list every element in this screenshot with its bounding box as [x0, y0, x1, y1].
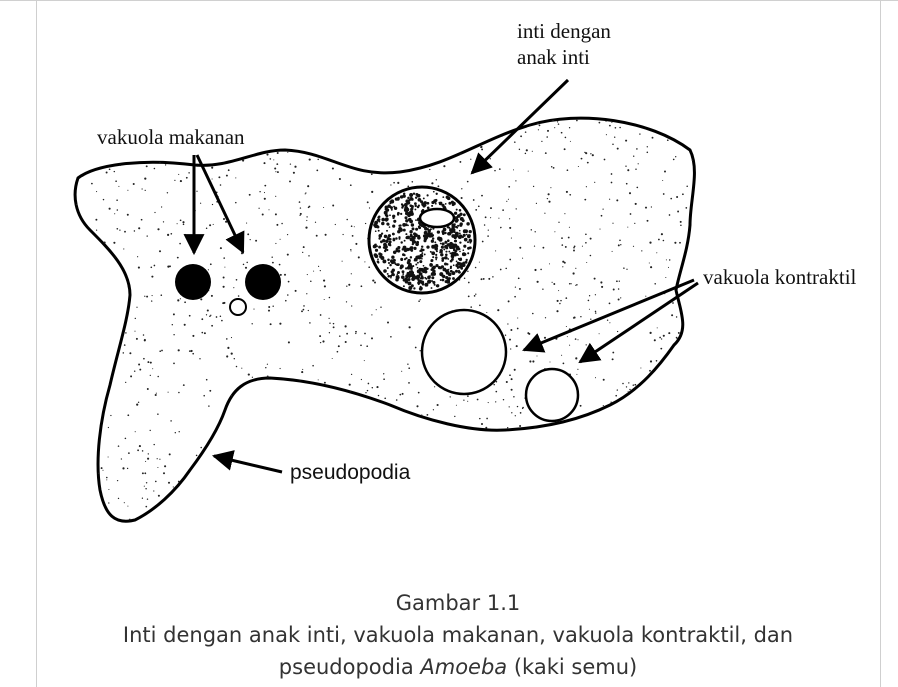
caption-line-2: pseudopodia Amoeba (kaki semu)	[36, 651, 880, 683]
label-nucleus-line1: inti dengan	[517, 19, 611, 43]
food-vacuole-2	[245, 264, 281, 300]
caption-title: Gambar 1.1	[36, 587, 880, 619]
contractile-vacuole-1	[422, 310, 506, 394]
amoeba-diagram: inti dengan anak inti vakuola makanan va…	[0, 0, 898, 560]
arrow-pseudopodia	[214, 456, 282, 472]
food-vacuole-1	[175, 264, 211, 300]
caption-line-2-end: (kaki semu)	[507, 655, 637, 679]
label-pseudopodia: pseudopodia	[290, 461, 411, 484]
label-nucleus-line2: anak inti	[517, 45, 590, 69]
figure-caption: Gambar 1.1 Inti dengan anak inti, vakuol…	[36, 587, 880, 683]
caption-line-2-start: pseudopodia	[279, 655, 421, 679]
contractile-vacuole-2	[526, 369, 578, 421]
caption-species-name: Amoeba	[420, 655, 507, 679]
caption-line-1: Inti dengan anak inti, vakuola makanan, …	[36, 619, 880, 651]
nucleolus	[420, 209, 454, 227]
label-food-vacuole: vakuola makanan	[97, 125, 245, 149]
label-contractile-vacuole: vakuola kontraktil	[703, 265, 857, 289]
small-vacuole	[230, 299, 246, 315]
